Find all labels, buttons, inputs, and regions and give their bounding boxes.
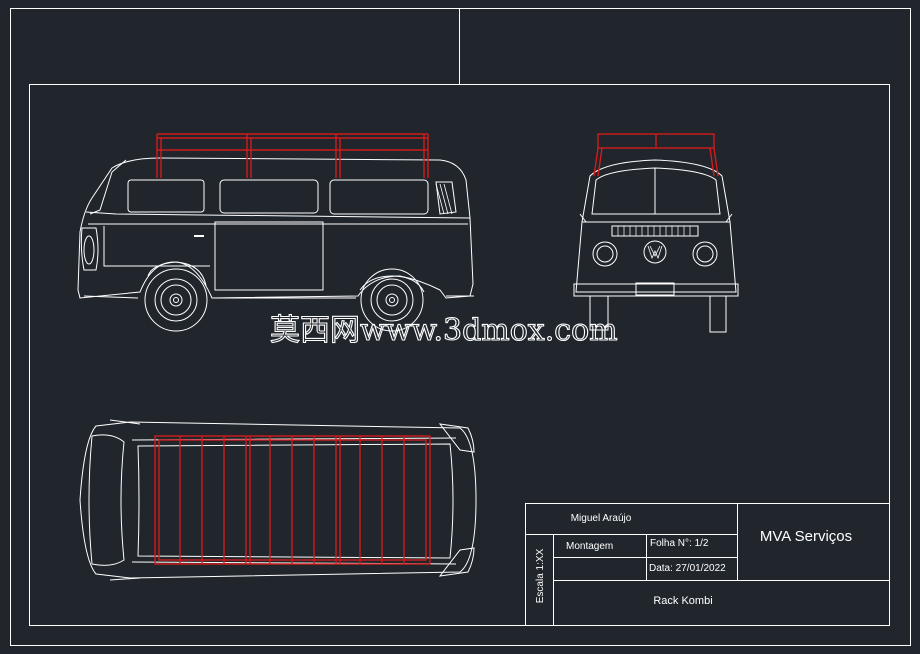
front-rack-legs (593, 147, 719, 177)
sheet-number: Folha N°: 1/2 (650, 538, 709, 549)
license-plate (635, 282, 675, 296)
front-wheel-arch (147, 261, 207, 287)
front-grille (611, 225, 699, 237)
rear-wheel-arch (359, 275, 425, 293)
designer-name: Miguel Araújo (571, 513, 632, 524)
front-view-rack (593, 133, 719, 177)
top-view (79, 419, 477, 581)
top-rack-slats (179, 436, 405, 564)
rear-quarter-window (435, 181, 457, 215)
bumper-lines (83, 295, 474, 299)
right-headlight (692, 241, 718, 267)
cab-window (127, 179, 205, 213)
side-window-2 (329, 179, 429, 215)
rear-wheel (360, 268, 424, 332)
outer-border (10, 8, 911, 646)
top-windshield (88, 434, 125, 566)
left-headlight-lens (596, 245, 614, 263)
belt-line (85, 211, 471, 219)
rack-posts (156, 134, 429, 178)
front-door-line (103, 226, 210, 267)
drawing-date: Data: 27/01/2022 (649, 563, 726, 574)
front-wheel (144, 268, 208, 332)
inner-border (29, 84, 890, 626)
rack-rails (157, 133, 428, 151)
mirror-stubs (109, 419, 141, 581)
top-body-outline (79, 421, 477, 579)
right-front-tire (709, 296, 727, 333)
mirrors (579, 213, 733, 223)
roof-outline (137, 443, 454, 559)
rear-right-light (438, 547, 475, 577)
engine-vents (435, 183, 453, 215)
title-block: Miguel Araújo Montagem Folha N°: 1/2 Dat… (535, 513, 852, 607)
drawing-title: Rack Kombi (653, 595, 712, 607)
front-body-outline (575, 159, 737, 293)
stage-label: Montagem (566, 541, 613, 552)
scale-label: Escala 1:XX (535, 548, 546, 603)
company-name: MVA Serviços (760, 528, 852, 545)
headlight-lens (83, 235, 95, 265)
left-headlight (592, 241, 618, 267)
left-front-tire (589, 296, 609, 331)
grille-slats (617, 226, 691, 236)
side-window-1 (219, 179, 319, 214)
title-block-grid (525, 503, 890, 626)
front-bumper (573, 283, 739, 297)
front-cab-line (89, 159, 127, 215)
right-headlight-lens (696, 245, 714, 263)
vw-logo (643, 240, 667, 264)
side-view-rack (156, 133, 429, 178)
headlight-side (80, 227, 99, 271)
sliding-door (214, 221, 324, 291)
side-view (77, 157, 474, 332)
front-view (573, 159, 739, 333)
sheet-frame (10, 8, 911, 646)
rear-left-light (438, 423, 475, 453)
watermark-text: 莫西网www.3dmox.com (270, 313, 618, 348)
vw-logo-mark (647, 245, 663, 260)
top-view-rack (154, 435, 431, 565)
